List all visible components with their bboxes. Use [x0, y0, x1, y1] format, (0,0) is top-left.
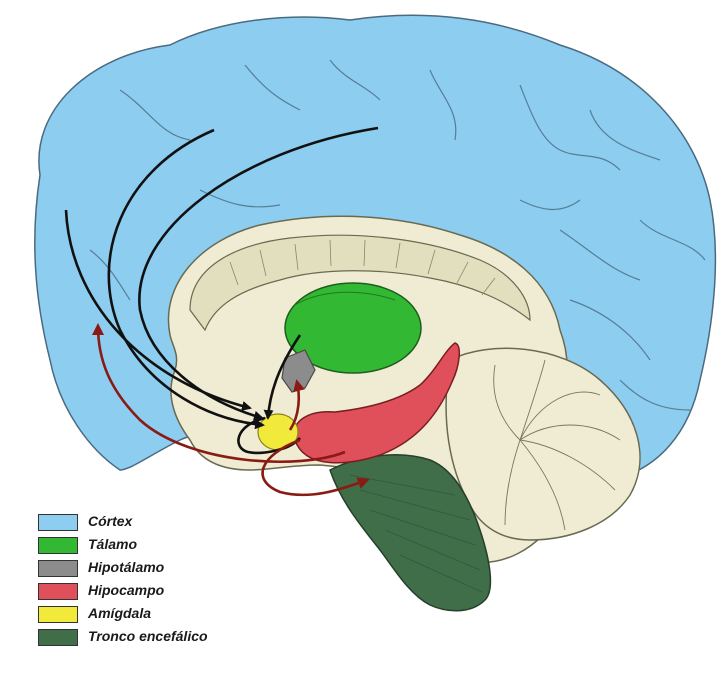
legend-swatch-brainstem [38, 629, 78, 646]
legend-label-cortex: Córtex [88, 513, 132, 529]
legend-swatch-thalamus [38, 537, 78, 554]
legend-label-hippocampus: Hipocampo [88, 582, 164, 598]
legend-swatch-hypothalamus [38, 560, 78, 577]
legend-swatch-hippocampus [38, 583, 78, 600]
legend-label-hypothalamus: Hipotálamo [88, 559, 164, 575]
legend-label-brainstem: Tronco encefálico [88, 628, 208, 644]
legend-label-thalamus: Tálamo [88, 536, 137, 552]
legend-swatch-amygdala [38, 606, 78, 623]
legend-label-amygdala: Amígdala [88, 605, 151, 621]
legend-swatch-cortex [38, 514, 78, 531]
